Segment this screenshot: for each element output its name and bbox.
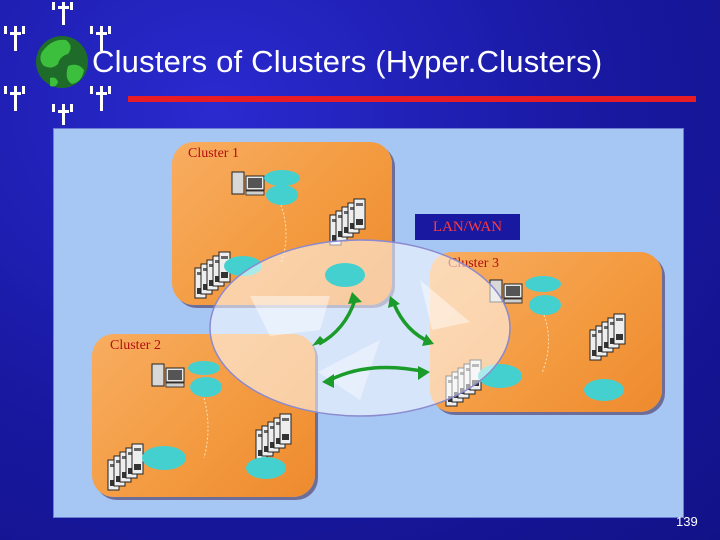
globe-logo-icon — [4, 2, 111, 125]
cluster-2-label: Cluster 2 — [110, 338, 161, 353]
cluster-2-workstation-icon — [151, 363, 185, 388]
cluster-1-label: Cluster 1 — [188, 146, 239, 161]
page-number: 139 — [676, 514, 698, 529]
cluster-2-node-stack-icon — [108, 444, 143, 490]
cluster-3-server-stack-icon — [590, 314, 625, 360]
slide-title: Clusters of Clusters (Hyper.Clusters) — [92, 44, 603, 79]
cluster-1-workstation-icon — [231, 171, 265, 196]
cluster-2-devices — [108, 361, 291, 490]
cluster-3-devices — [446, 276, 625, 406]
cluster-1-server-stack-icon — [330, 199, 365, 245]
lan-wan-label: LAN/WAN — [415, 214, 520, 240]
title-underline — [128, 96, 696, 102]
cluster-2-server-stack-icon — [256, 414, 291, 460]
lan-wan-cloud — [209, 239, 511, 417]
